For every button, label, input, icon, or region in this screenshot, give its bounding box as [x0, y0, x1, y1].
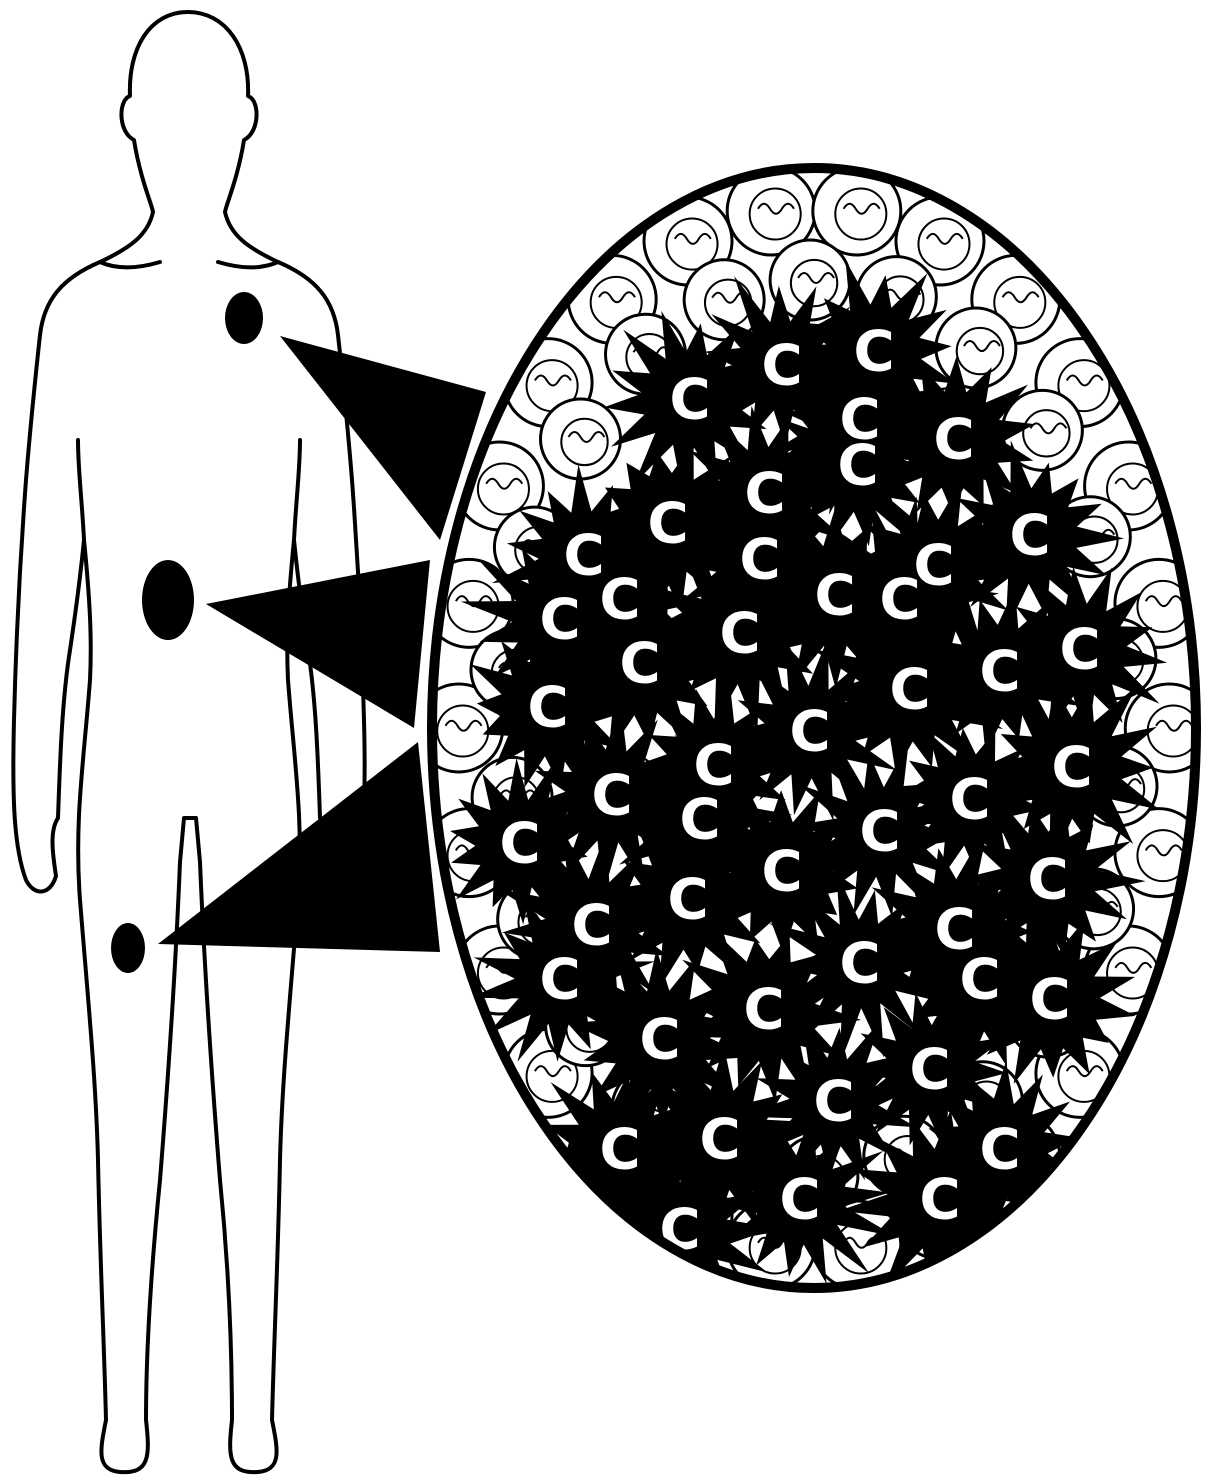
- cancer-cell-label: C: [979, 640, 1020, 705]
- tumor-markers: [111, 292, 263, 973]
- cancer-cell-label: C: [761, 840, 802, 905]
- cancer-cell-label: C: [539, 948, 580, 1013]
- cancer-cell-label: C: [1009, 504, 1050, 569]
- cancer-cell-label: C: [599, 1118, 640, 1183]
- cancer-cell-label: C: [563, 524, 604, 589]
- cancer-cell-label: C: [879, 568, 920, 633]
- normal-cell: [541, 399, 621, 479]
- cancer-cell-label: C: [853, 320, 894, 385]
- cancer-cell-label: C: [619, 632, 660, 697]
- cancer-cell-label: C: [761, 334, 802, 399]
- cancer-cell-label: C: [813, 1070, 854, 1135]
- cancer-cell-label: C: [814, 564, 855, 629]
- cancer-cell-label: C: [1059, 618, 1100, 683]
- left-arm-inner-line: [78, 440, 84, 540]
- cancer-cell-label: C: [499, 812, 540, 877]
- cancer-cell-label: C: [1029, 968, 1070, 1033]
- marker-shoulder: [225, 292, 263, 344]
- marker-thigh: [111, 923, 145, 973]
- cancer-cell-label: C: [859, 800, 900, 865]
- right-shoulder-line: [218, 262, 278, 267]
- cancer-cell-label: C: [699, 1108, 740, 1173]
- cancer-cell-label: C: [739, 528, 780, 593]
- human-figure-outline: [13, 12, 364, 1472]
- normal-cell: [936, 308, 1016, 388]
- cancer-cell-label: C: [789, 700, 830, 765]
- cancer-cell-label: C: [744, 462, 785, 527]
- cancer-cell-label: C: [889, 658, 930, 723]
- body-outline: [13, 12, 364, 1472]
- callout-wedge-abdomen: [206, 560, 430, 728]
- cancer-cell-label: C: [539, 588, 580, 653]
- cancer-cell-label: C: [743, 978, 784, 1043]
- cancer-cell-label: C: [679, 788, 720, 853]
- cancer-cell-label: C: [639, 1008, 680, 1073]
- cancer-cell-label: C: [839, 388, 880, 453]
- cancer-cell-label: C: [919, 1168, 960, 1233]
- cancer-cell-label: C: [933, 408, 974, 473]
- cancer-cell-label: C: [779, 1168, 820, 1233]
- cancer-cell-label: C: [527, 676, 568, 741]
- cancer-cell-label: C: [839, 932, 880, 997]
- cancer-cell-label: C: [591, 764, 632, 829]
- cancer-cell-label: C: [1027, 848, 1068, 913]
- cancer-cell-label: C: [599, 568, 640, 633]
- cancer-cell-label: C: [669, 368, 710, 433]
- left-shoulder-line: [100, 262, 160, 267]
- cancer-cell-label: C: [959, 948, 1000, 1013]
- cancer-cell-label: C: [979, 1118, 1020, 1183]
- cancer-cell-label: C: [667, 868, 708, 933]
- cancer-cell-label: C: [719, 602, 760, 667]
- right-arm-inner-line: [294, 440, 300, 540]
- callout-wedge-shoulder: [280, 336, 486, 540]
- marker-abdomen: [142, 560, 194, 640]
- cancer-cell-label: C: [1051, 736, 1092, 801]
- cancer-cell-label: C: [909, 1038, 950, 1103]
- cancer-cell-label: C: [647, 492, 688, 557]
- cancer-cell-label: C: [949, 768, 990, 833]
